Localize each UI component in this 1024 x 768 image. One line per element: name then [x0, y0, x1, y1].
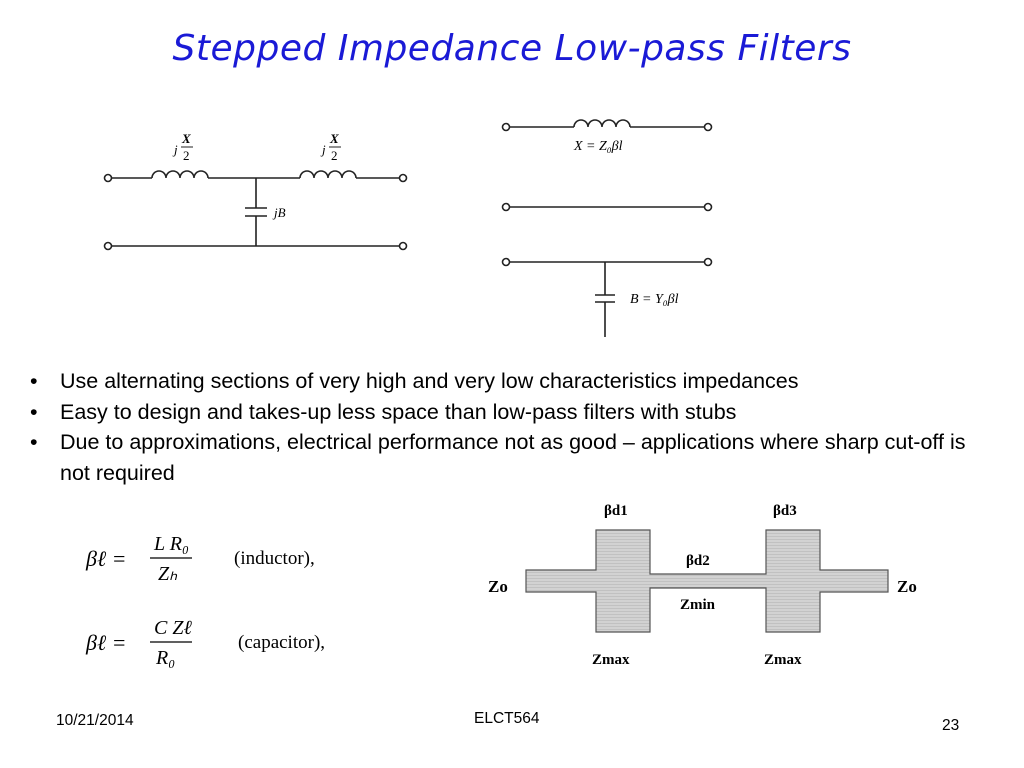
formula-inductor-denominator: Zₕ: [158, 563, 178, 585]
formula-inductor-numerator: L R₀: [153, 533, 189, 555]
page-number: 23: [942, 717, 960, 734]
microstrip-outline: [525, 529, 889, 633]
series-inductor: [573, 119, 631, 128]
formula-capacitor-denominator: R₀: [155, 647, 175, 669]
bullet-item: Due to approximations, electrical perfor…: [28, 427, 988, 488]
terminal-top-right: [398, 173, 408, 183]
inductor-right: [299, 170, 357, 179]
inductor-right-label-den: 2: [331, 148, 338, 163]
footer-date: 10/21/2014: [56, 712, 134, 729]
label-beta-d3: βd3: [773, 503, 797, 519]
tee-circuit-diagram: j X 2 j X 2 jB: [103, 131, 408, 251]
footer-course: ELCT564: [474, 710, 540, 727]
shunt-susceptance-label: B = Y₀βl: [630, 292, 679, 307]
formula-block: βℓ = L R₀ Zₕ βℓ = C Zℓ R₀ (inductor), (c…: [85, 533, 325, 669]
formula-capacitor-lhs: βℓ =: [85, 630, 126, 655]
terminal-top-left: [103, 173, 113, 183]
inductor-left-label-j: j: [172, 142, 178, 157]
inductor-left: [151, 170, 209, 179]
label-zmax-left: Zmax: [592, 652, 630, 668]
formula-capacitor-note: (capacitor),: [238, 632, 325, 653]
inductor-right-label-num: X: [329, 131, 339, 146]
label-zmin: Zmin: [680, 597, 716, 613]
label-zo-right: Zo: [897, 577, 917, 596]
formula-capacitor-numerator: C Zℓ: [154, 617, 192, 639]
label-beta-d2: βd2: [686, 553, 710, 569]
bullet-item: Use alternating sections of very high an…: [28, 366, 988, 397]
formula-inductor-lhs: βℓ =: [85, 546, 126, 571]
bullet-item: Easy to design and takes-up less space t…: [28, 397, 988, 428]
inductor-left-label-den: 2: [183, 148, 190, 163]
series-reactance-label: X = Z₀βl: [573, 139, 623, 154]
label-beta-d1: βd1: [604, 503, 628, 519]
stepped-impedance-layout: βd1 βd2 βd3 Zo Zo Zmin Zmax Zmax: [488, 503, 917, 668]
inductor-left-label-num: X: [181, 131, 191, 146]
terminal-bottom-left: [103, 241, 113, 251]
bullet-list: Use alternating sections of very high an…: [28, 366, 988, 488]
formula-inductor-note: (inductor),: [234, 548, 315, 569]
label-zmax-right: Zmax: [764, 652, 802, 668]
inductor-right-label-j: j: [320, 142, 326, 157]
capacitor-label: jB: [272, 205, 286, 220]
slide-title: Stepped Impedance Low-pass Filters: [172, 28, 852, 69]
label-zo-left: Zo: [488, 577, 508, 596]
terminal-bottom-right: [398, 241, 408, 251]
line-section-equivalents: X = Z₀βl B = Y₀βl: [501, 119, 713, 337]
